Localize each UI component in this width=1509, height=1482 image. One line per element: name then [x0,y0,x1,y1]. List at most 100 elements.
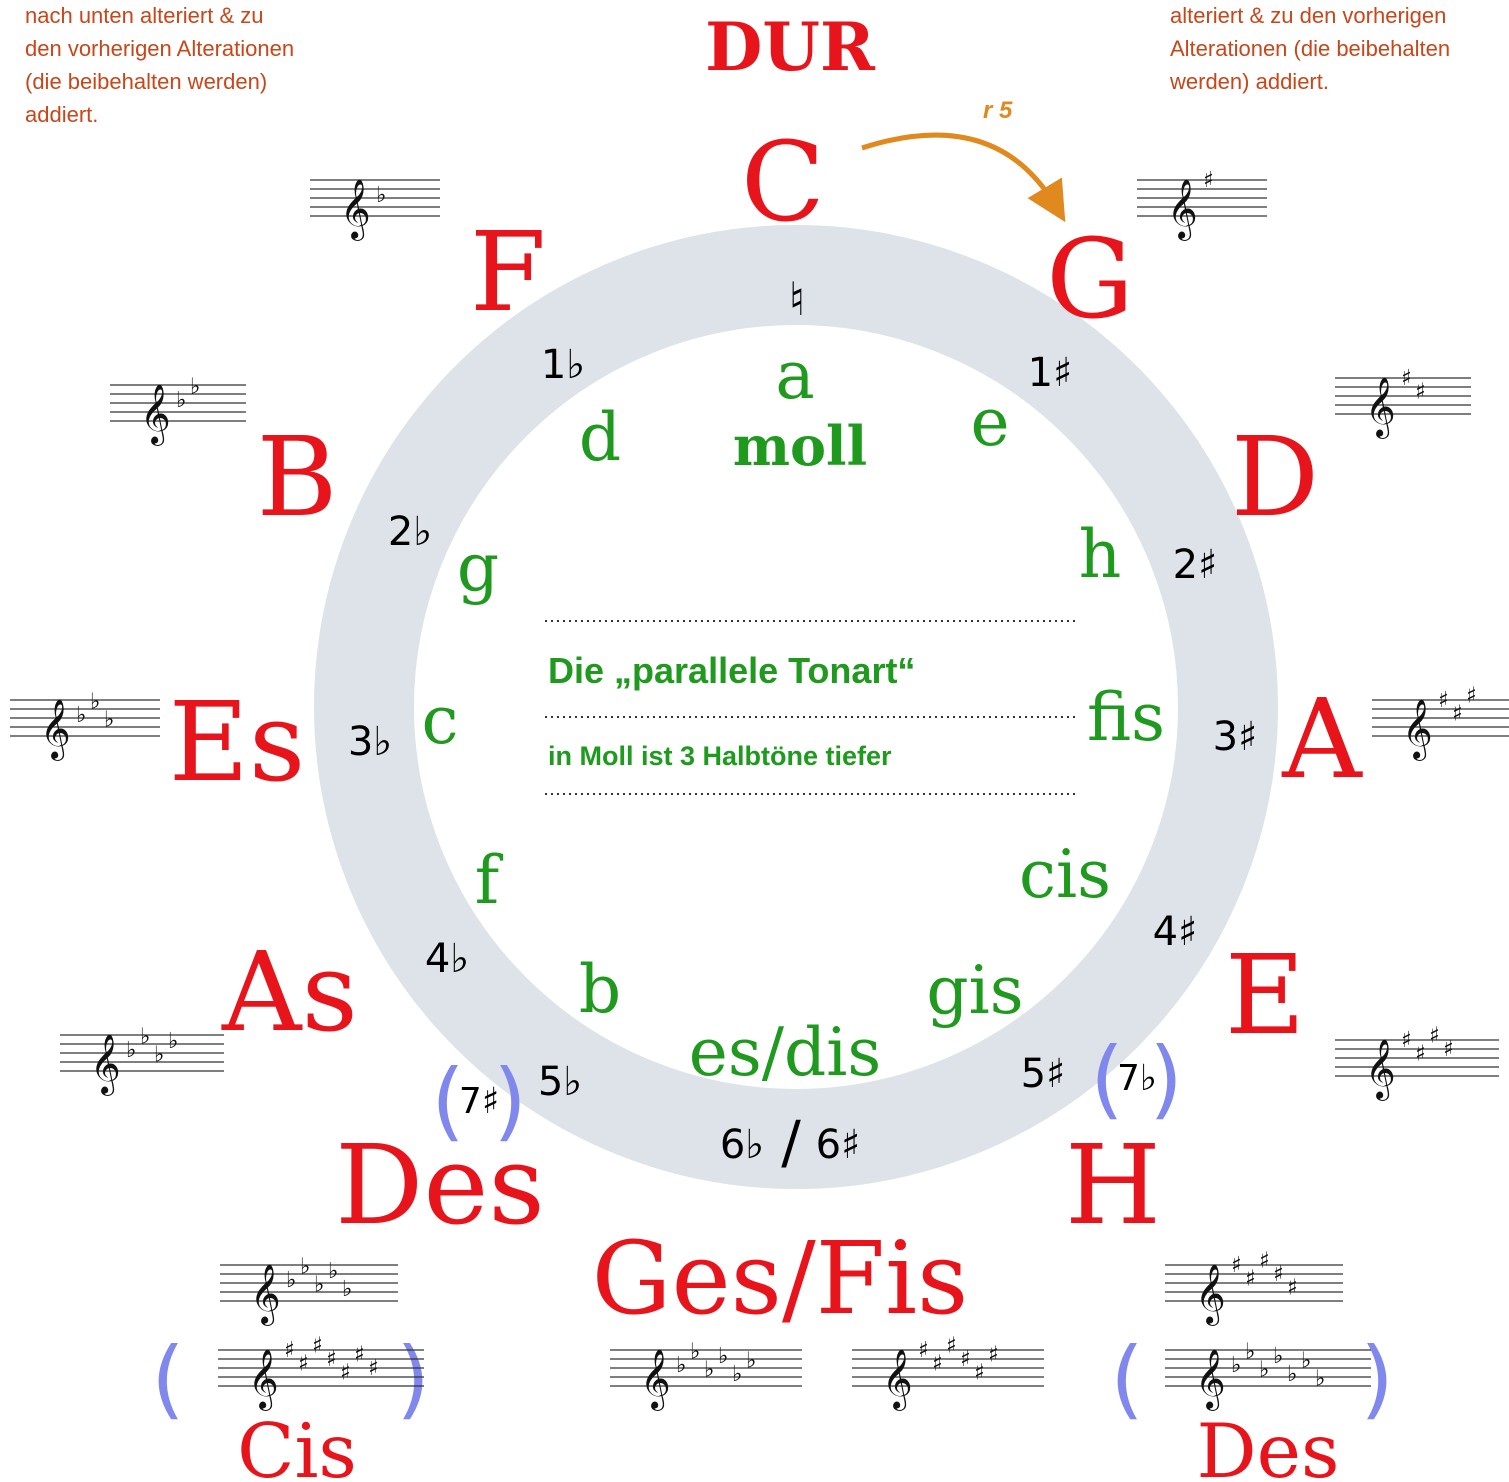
staff-des-enharmonic: 𝄞♭♭♭♭♭♭♭ [1165,1340,1371,1411]
left-note-line-1: nach unten alteriert & zu [25,3,263,28]
flat-icon: ♭ [704,1358,714,1383]
paren-7-flat-open: ( [1090,1029,1124,1129]
paren-7-sharp-close: ) [493,1051,527,1151]
flat-icon: ♭ [190,375,200,400]
dur-title: DUR [705,8,876,86]
minor-key-es-dis: es/dis [689,1014,881,1091]
flat-icon: ♭ [1231,1353,1241,1378]
staff-cis: 𝄞♯♯♯♯♯♯♯ [218,1334,424,1411]
accidentals-4-sharp: 4♯ [1153,909,1198,955]
accidentals-5-sharp: 5♯ [1021,1051,1066,1097]
treble-clef-icon: 𝄞 [40,699,71,761]
sharp-icon: ♯ [1401,366,1412,391]
minor-key-g: g [457,529,499,606]
minor-key-e: e [970,384,1009,461]
staff-des: 𝄞♭♭♭♭♭ [220,1255,398,1326]
treble-clef-icon: 𝄞 [140,384,171,446]
flat-icon: ♭ [1273,1344,1283,1369]
sharp-icon: ♯ [1438,688,1449,713]
major-key-des-enharmonic: Des [1196,1407,1339,1482]
sharp-icon: ♯ [1259,1249,1270,1274]
major-key-d: D [1231,413,1319,541]
flat-icon: ♭ [126,1038,136,1063]
accidentals-6-flat: 6♭ [720,1122,764,1168]
sharp-icon: ♯ [974,1361,985,1386]
minor-key-gis: gis [926,952,1023,1029]
major-key-ges-fis: Ges/Fis [592,1220,969,1337]
minor-key-fis: fis [1087,679,1165,756]
major-key-des: Des [335,1121,545,1249]
staff-g: 𝄞♯ [1137,168,1267,241]
arrow-label: r 5 [983,97,1013,124]
sharp-icon: ♯ [1231,1253,1242,1278]
flat-icon: ♭ [90,690,100,715]
accidentals-2-flat: 2♭ [388,509,432,555]
accidentals-1-sharp: 1♯ [1028,350,1073,396]
major-key-as: As [221,928,358,1056]
treble-clef-icon: 𝄞 [1365,377,1396,439]
flat-icon: ♭ [718,1344,728,1369]
treble-clef-icon: 𝄞 [250,1264,281,1326]
paren-cis-open: ( [151,1329,185,1429]
paren-cis-close: ) [396,1329,430,1429]
accidentals-1-flat: 1♭ [541,342,585,388]
accidentals-2-sharp: 2♯ [1173,542,1218,588]
sharp-icon: ♯ [354,1343,365,1368]
treble-clef-icon: 𝄞 [1195,1264,1226,1326]
staff-e: 𝄞♯♯♯♯ [1335,1024,1499,1101]
flat-icon: ♭ [168,1029,178,1054]
flat-icon: ♭ [676,1353,686,1378]
sharp-icon: ♯ [1415,1042,1426,1067]
flat-icon: ♭ [328,1259,338,1284]
staff-d: 𝄞♯♯ [1335,366,1471,439]
flat-icon: ♭ [104,708,114,733]
sharp-icon: ♯ [1203,168,1214,193]
sharp-icon: ♯ [312,1334,323,1359]
sharp-icon: ♯ [1245,1267,1256,1292]
major-key-cis: Cis [237,1407,357,1482]
minor-key-d: d [579,399,621,476]
paren-7-sharp-open: ( [431,1051,465,1151]
accidentals-3-sharp: 3♯ [1213,714,1258,760]
flat-icon: ♭ [1301,1349,1311,1374]
treble-clef-icon: 𝄞 [1402,699,1433,761]
accidentals-7-sharp: 7♯ [459,1081,499,1122]
staff-es: 𝄞♭♭♭ [10,690,160,761]
flat-icon: ♭ [376,183,386,208]
flat-icon: ♭ [1245,1340,1255,1365]
sharp-icon: ♯ [298,1352,309,1377]
staff-b: 𝄞♭♭ [110,375,246,446]
right-note-line-2: Alterationen (die beibehalten [1170,36,1450,61]
staff-fis: 𝄞♯♯♯♯♯♯ [852,1334,1044,1411]
accidentals-3-flat: 3♭ [348,719,392,765]
sharp-icon: ♯ [1466,684,1477,709]
accidentals-6-sharp: 6♯ [816,1122,861,1168]
flat-icon: ♭ [286,1268,296,1293]
sharp-icon: ♯ [932,1352,943,1377]
staff-as: 𝄞♭♭♭♭ [60,1025,224,1096]
key-ring [314,225,1278,1189]
minor-key-a: a [775,337,814,414]
major-key-f: F [470,208,546,336]
staff-ges: 𝄞♭♭♭♭♭♭ [610,1340,802,1411]
major-key-es: Es [169,678,306,806]
flat-icon: ♭ [300,1255,310,1280]
treble-clef-icon: 𝄞 [90,1034,121,1096]
paren-des-close: ) [1360,1329,1394,1429]
sharp-icon: ♯ [368,1356,379,1381]
flat-icon: ♭ [140,1025,150,1050]
sharp-icon: ♯ [1443,1037,1454,1062]
flat-icon: ♭ [342,1277,352,1302]
major-key-c: C [741,118,825,246]
center-subtitle: in Moll ist 3 Halbtöne tiefer [548,741,892,771]
flat-icon: ♭ [176,388,186,413]
moll-label: moll [733,414,867,478]
flat-icon: ♭ [76,703,86,728]
sharp-icon: ♯ [340,1361,351,1386]
minor-key-cis: cis [1019,836,1111,913]
right-note: alteriert & zu den vorherigen Alteration… [1169,3,1450,94]
flat-icon: ♭ [1315,1367,1325,1392]
sharp-icon: ♯ [918,1338,929,1363]
treble-clef-icon: 𝄞 [340,179,371,241]
